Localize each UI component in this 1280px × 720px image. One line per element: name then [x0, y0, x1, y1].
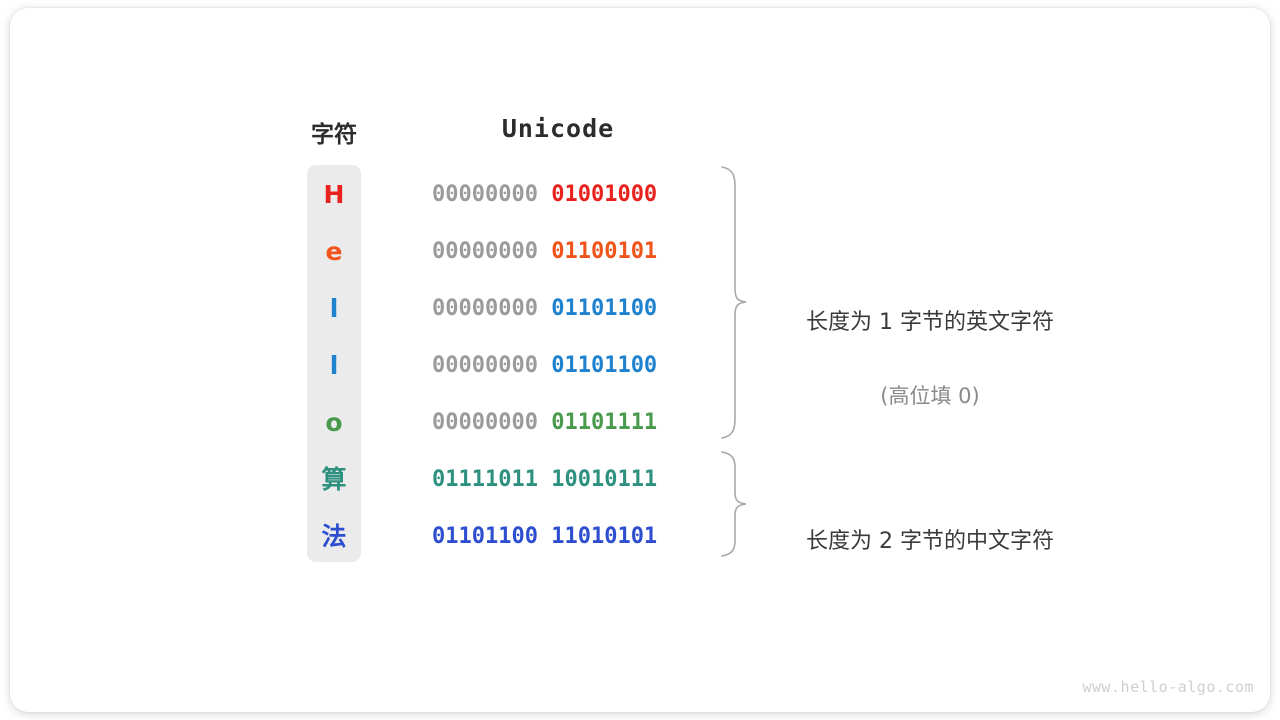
row-character: e	[325, 237, 343, 266]
row-high-byte: 00000000	[432, 410, 538, 435]
row-unicode-bits: 00000000 01101100	[432, 280, 687, 337]
character-column-background	[307, 165, 361, 562]
byte-separator	[538, 296, 551, 321]
row-unicode-bits: 01101100 11010101	[432, 508, 687, 565]
table-row: e 00000000 01100101	[307, 223, 707, 280]
annotation-2-byte-line1: 长度为 2 字节的中文字符	[806, 529, 1054, 554]
column-header-unicode: Unicode	[501, 114, 615, 143]
row-low-byte: 01101100	[551, 296, 658, 321]
table-row: 算 01111011 10010111	[307, 451, 707, 508]
column-header-character: 字符	[311, 122, 357, 148]
annotation-1-byte-line1: 长度为 1 字节的英文字符	[806, 310, 1054, 335]
annotation-1-byte-line2: (高位填 0)	[880, 384, 980, 408]
row-low-byte: 01101111	[551, 410, 658, 435]
row-low-byte: 10010111	[551, 467, 658, 492]
row-high-byte: 01111011	[432, 467, 538, 492]
row-unicode-bits: 01111011 10010111	[432, 451, 687, 508]
byte-separator	[538, 467, 551, 492]
row-high-byte: 00000000	[432, 182, 538, 207]
row-character: o	[325, 408, 343, 437]
byte-separator	[538, 410, 551, 435]
byte-separator	[538, 524, 551, 549]
row-character: 法	[321, 522, 347, 551]
row-low-byte: 11010101	[551, 524, 658, 549]
row-low-byte: 01100101	[551, 239, 658, 264]
row-high-byte: 00000000	[432, 353, 538, 378]
row-high-byte: 01101100	[432, 524, 538, 549]
annotation-1-byte: 长度为 1 字节的英文字符 (高位填 0)	[760, 268, 1100, 446]
row-unicode-bits: 00000000 01101111	[432, 394, 687, 451]
row-high-byte: 00000000	[432, 296, 538, 321]
figure-card	[10, 8, 1270, 712]
annotation-2-byte: 长度为 2 字节的中文字符	[760, 487, 1100, 591]
row-character: l	[329, 351, 339, 380]
table-row: l 00000000 01101100	[307, 280, 707, 337]
row-character: 算	[321, 465, 347, 494]
table-row: o 00000000 01101111	[307, 394, 707, 451]
watermark: www.hello-algo.com	[1082, 678, 1254, 696]
row-unicode-bits: 00000000 01100101	[432, 223, 687, 280]
row-character: H	[323, 180, 345, 209]
table-row: H 00000000 01001000	[307, 166, 707, 223]
byte-separator	[538, 239, 551, 264]
row-unicode-bits: 00000000 01101100	[432, 337, 687, 394]
table-row: l 00000000 01101100	[307, 337, 707, 394]
table-row: 法 01101100 11010101	[307, 508, 707, 565]
row-unicode-bits: 00000000 01001000	[432, 166, 687, 223]
row-high-byte: 00000000	[432, 239, 538, 264]
row-low-byte: 01001000	[551, 182, 658, 207]
byte-separator	[538, 182, 551, 207]
row-low-byte: 01101100	[551, 353, 658, 378]
byte-separator	[538, 353, 551, 378]
row-character: l	[329, 294, 339, 323]
